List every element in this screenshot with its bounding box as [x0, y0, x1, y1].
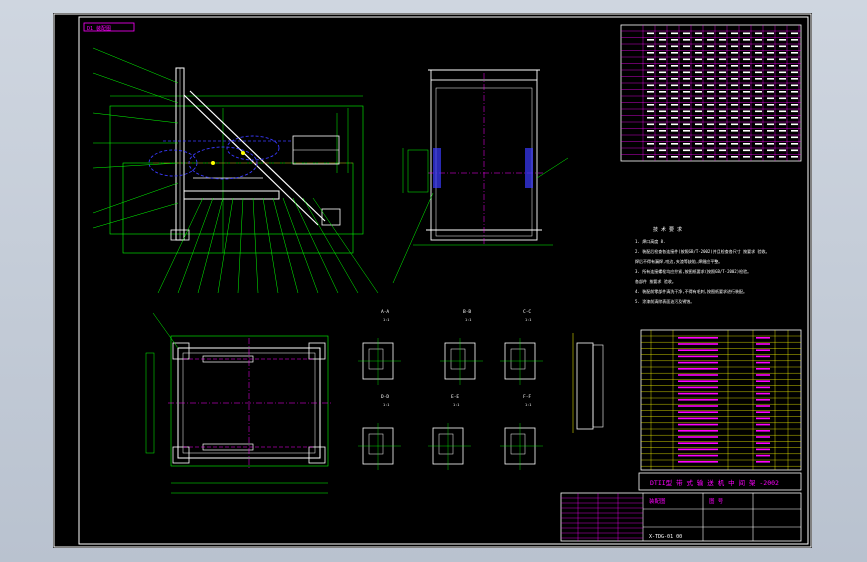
inner-border	[78, 16, 809, 545]
front-view	[392, 69, 569, 284]
title-cell-bottom: X-TDG-01 00	[649, 534, 682, 540]
section-scale: 1:1	[383, 403, 389, 407]
section-scale: 1:1	[525, 403, 531, 407]
section-scale: 1:1	[465, 318, 471, 322]
section-label: D-D	[381, 394, 389, 400]
section-label: B-B	[463, 309, 471, 315]
side-view	[92, 47, 379, 294]
tech-req-line: 焊后不得有漏焊,咬边,夹渣等缺陷,焊缝应平整。	[635, 258, 722, 264]
title-block: DTII型 带 式 输 送 机 中 间 架 -2002 装配图 图 号 X-TD…	[560, 472, 802, 542]
section-label: A-A	[381, 309, 389, 315]
tech-req-line: 4. 装配前零部件清洗干净,不得有毛刺,按图纸要求进行装配。	[635, 288, 747, 294]
tech-req-line: 2. 装配后检查各连接件(按照GB/T-2002)并且检查各尺寸 按要求 验收。	[635, 248, 770, 254]
tech-req-line: 5. 涂漆前清除表面油污及锈蚀。	[635, 298, 694, 304]
section-label: F-F	[523, 394, 531, 400]
drawing-number-box	[83, 22, 135, 32]
section-scale: 1:1	[383, 318, 389, 322]
tech-req-heading: 技 术 要 求	[653, 226, 682, 233]
title-cell-b: 图 号	[709, 497, 724, 505]
section-scale: 1:1	[453, 403, 459, 407]
plan-view	[145, 312, 333, 494]
drawing-canvas: D1 装配图	[53, 13, 812, 548]
parts-list	[640, 329, 802, 471]
title-cell-a: 装配图	[649, 497, 666, 505]
parameter-table	[620, 24, 802, 162]
technical-requirements: 技 术 要 求 1. 焊口高度 8. 2. 装配后检查各连接件(按照GB/T-20…	[635, 226, 770, 304]
drawing-number-label: D1 装配图	[87, 25, 111, 32]
drawing-sheet[interactable]: D1 装配图	[53, 13, 812, 548]
section-label: E-E	[451, 394, 459, 400]
section-label: C-C	[523, 309, 531, 315]
tech-req-line: 各部件 按要求 验收。	[635, 278, 676, 284]
outer-border	[53, 13, 812, 548]
tech-req-line: 3. 所有连接螺栓均应拧紧,按图纸要求(按照GB/T-2002)检验。	[635, 268, 751, 274]
section-scale: 1:1	[525, 318, 531, 322]
tech-req-line: 1. 焊口高度 8.	[635, 238, 665, 244]
section-details: A-A1:1B-B1:1C-C1:1D-D1:1E-E1:1F-F1:1	[358, 309, 604, 470]
drawing-title: DTII型 带 式 输 送 机 中 间 架 -2002	[650, 478, 779, 487]
